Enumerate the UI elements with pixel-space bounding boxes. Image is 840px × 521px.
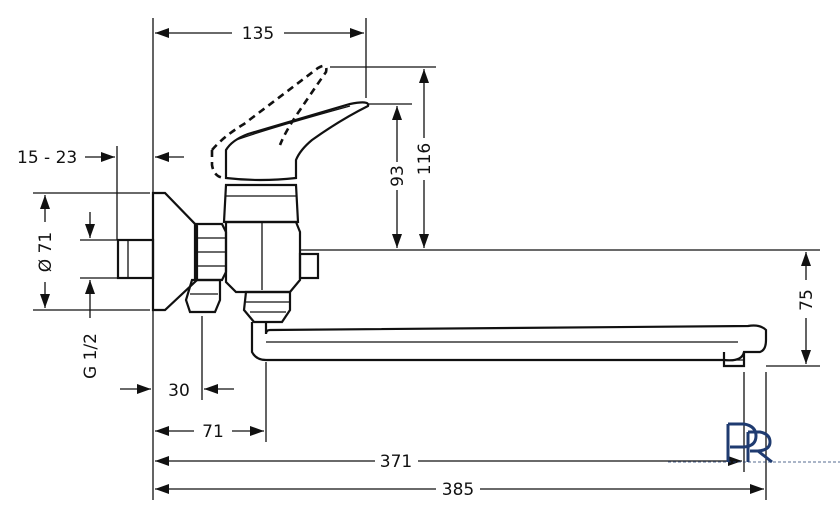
dim-135-label: 135 (242, 24, 274, 44)
dim-135: 135 (155, 18, 367, 98)
dim-g-half-label: G 1/2 (81, 333, 101, 379)
dim-116-label: 116 (415, 143, 435, 175)
dim-g-half: G 1/2 (80, 212, 118, 379)
dim-371-label: 371 (380, 452, 412, 472)
dim-30: 30 (120, 316, 234, 401)
dim-385: 385 (155, 372, 767, 500)
dim-93: 93 (368, 103, 412, 248)
dim-71: 71 (155, 362, 267, 442)
lever-handle (210, 64, 370, 182)
dim-30-label: 30 (168, 381, 190, 401)
dim-diameter-71: Ø 71 (33, 192, 150, 311)
dim-15-23: 15 - 23 (17, 146, 184, 240)
dim-93-label: 93 (388, 165, 408, 187)
dim-371: 371 (155, 372, 745, 472)
pr-logo (668, 422, 840, 464)
faucet-body (116, 183, 320, 324)
dim-385-label: 385 (442, 480, 474, 500)
dim-diameter-71-label: Ø 71 (36, 232, 56, 272)
dim-75: 75 (766, 252, 820, 367)
dim-71-label: 71 (202, 422, 224, 442)
dim-75-label: 75 (797, 289, 817, 311)
spout (250, 322, 768, 368)
dim-116: 116 (330, 66, 436, 248)
dim-15-23-label: 15 - 23 (17, 148, 77, 168)
